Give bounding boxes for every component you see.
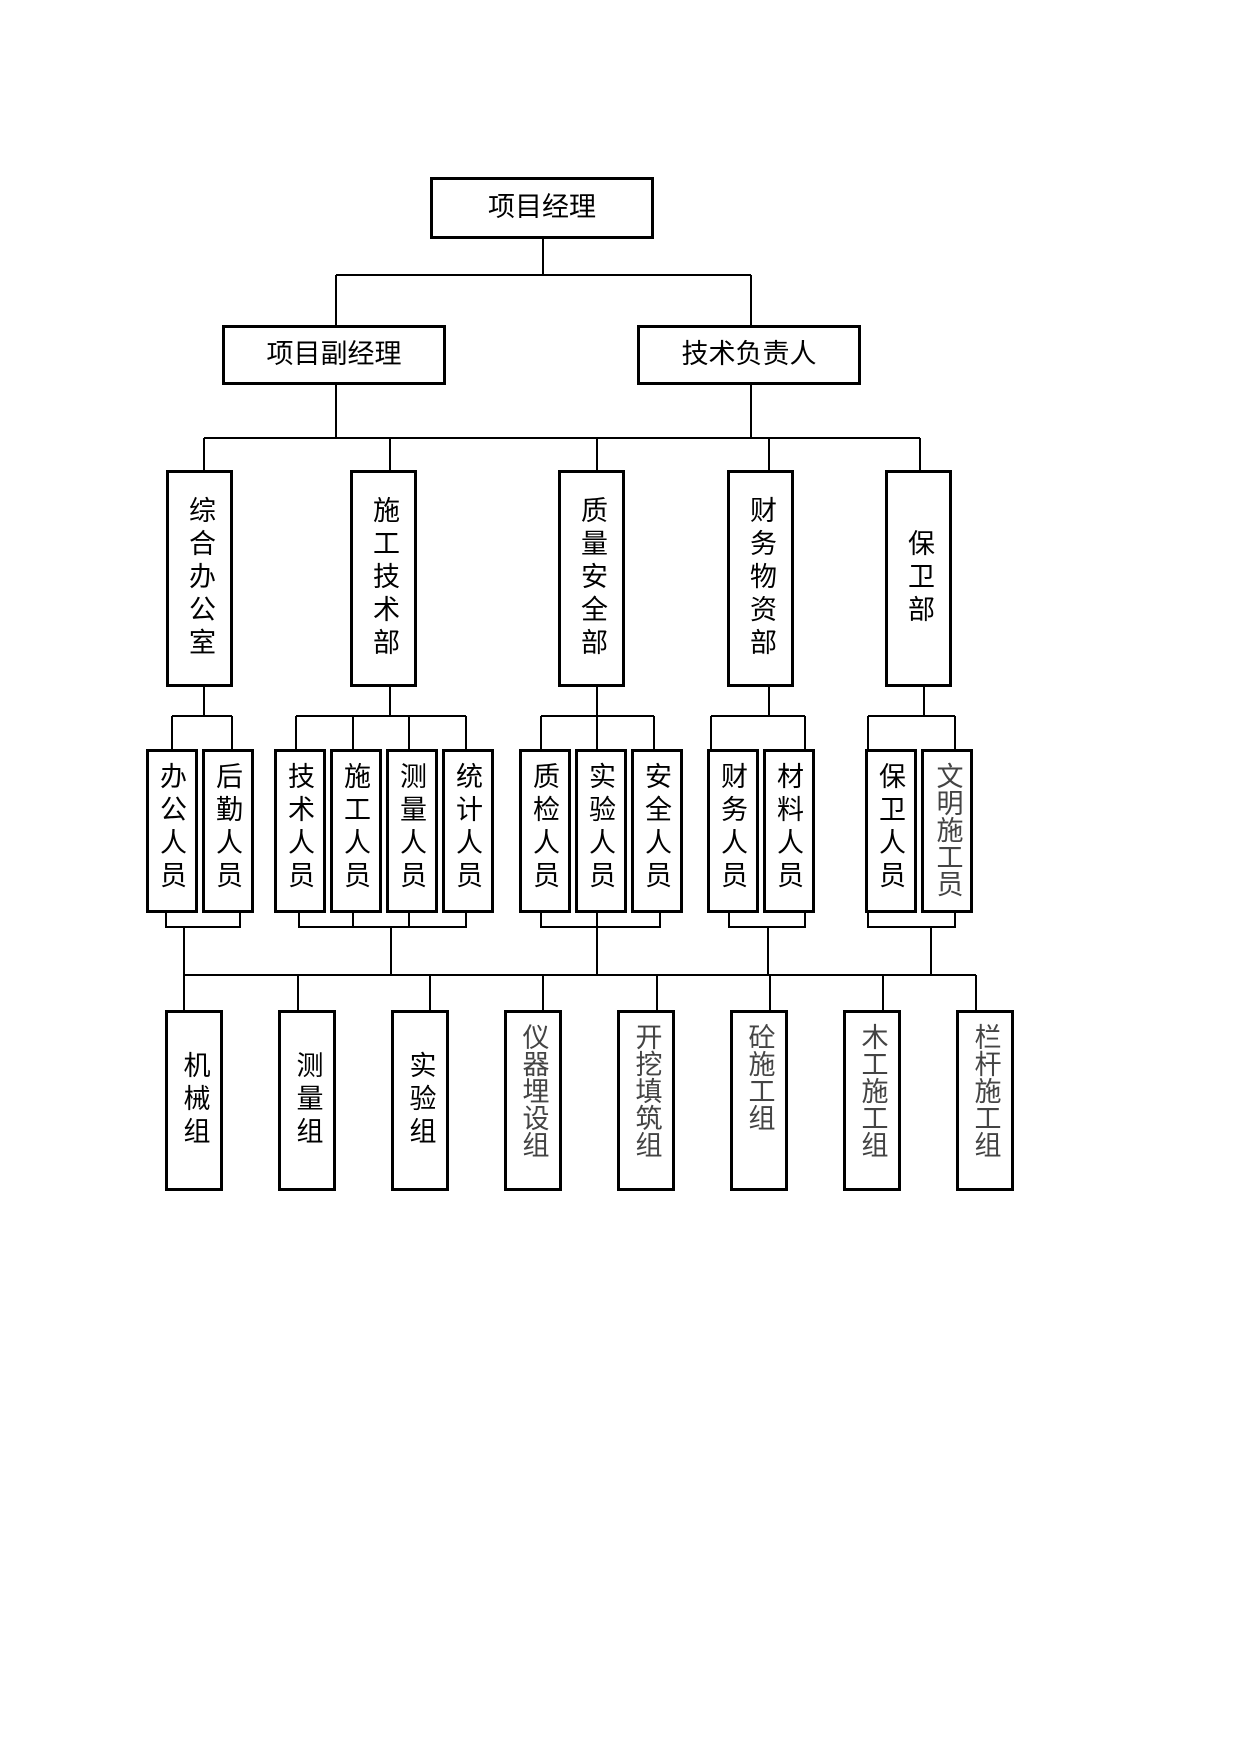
- staff-box-technical: 技术人员: [274, 749, 326, 913]
- team-label-concrete: 砼施工组: [743, 1023, 775, 1131]
- staff-box-materials: 材料人员: [763, 749, 815, 913]
- team-box-excavation: 开挖填筑组: [617, 1010, 675, 1191]
- technical-lead-box: 技术负责人: [637, 325, 861, 385]
- staff-label-logistics: 后勤人员: [211, 762, 242, 894]
- staff-label-technical: 技术人员: [283, 762, 314, 894]
- team-box-carpentry: 木工施工组: [843, 1010, 901, 1191]
- staff-box-safety: 安全人员: [631, 749, 683, 913]
- department-finance-label: 财务物资部: [745, 496, 776, 661]
- project-manager-box: 项目经理: [430, 177, 654, 239]
- team-box-survey: 测量组: [278, 1010, 336, 1191]
- staff-label-safety: 安全人员: [640, 762, 671, 894]
- department-office-label: 综合办公室: [184, 496, 215, 661]
- team-box-testing: 实验组: [391, 1010, 449, 1191]
- staff-box-security: 保卫人员: [865, 749, 917, 913]
- staff-label-finance: 财务人员: [716, 762, 747, 894]
- staff-label-construction: 施工人员: [339, 762, 370, 894]
- department-security-label: 保卫部: [903, 529, 934, 628]
- deputy-manager-label: 项目副经理: [266, 338, 402, 370]
- staff-box-logistics: 后勤人员: [202, 749, 254, 913]
- staff-box-survey: 测量人员: [386, 749, 438, 913]
- staff-box-statistics: 统计人员: [442, 749, 494, 913]
- department-quality-safety-label: 质量安全部: [576, 496, 607, 661]
- staff-label-security: 保卫人员: [874, 762, 905, 894]
- staff-label-office: 办公人员: [155, 762, 186, 894]
- department-construction-label: 施工技术部: [368, 496, 399, 661]
- deputy-manager-box: 项目副经理: [222, 325, 446, 385]
- team-label-railing: 栏杆施工组: [969, 1023, 1001, 1158]
- department-office-box: 综合办公室: [166, 470, 233, 687]
- team-label-carpentry: 木工施工组: [856, 1023, 888, 1158]
- staff-box-finance: 财务人员: [707, 749, 759, 913]
- department-construction-box: 施工技术部: [350, 470, 417, 687]
- department-finance-box: 财务物资部: [727, 470, 794, 687]
- department-security-box: 保卫部: [885, 470, 952, 687]
- staff-label-quality-inspection: 质检人员: [528, 762, 559, 894]
- team-box-machinery: 机械组: [165, 1010, 223, 1191]
- team-box-instrument: 仪器埋设组: [504, 1010, 562, 1191]
- team-label-machinery: 机械组: [178, 1051, 210, 1150]
- staff-label-civilized-construction: 文明施工员: [931, 762, 963, 897]
- department-quality-safety-box: 质量安全部: [558, 470, 625, 687]
- team-box-concrete: 砼施工组: [730, 1010, 788, 1191]
- staff-box-quality-inspection: 质检人员: [519, 749, 571, 913]
- staff-label-survey: 测量人员: [395, 762, 426, 894]
- staff-label-statistics: 统计人员: [451, 762, 482, 894]
- team-label-instrument: 仪器埋设组: [517, 1023, 549, 1158]
- staff-label-materials: 材料人员: [772, 762, 803, 894]
- staff-label-testing: 实验人员: [584, 762, 615, 894]
- team-label-survey: 测量组: [291, 1051, 323, 1150]
- staff-box-civilized-construction: 文明施工员: [921, 749, 973, 913]
- staff-box-testing: 实验人员: [575, 749, 627, 913]
- team-box-railing: 栏杆施工组: [956, 1010, 1014, 1191]
- team-label-excavation: 开挖填筑组: [630, 1023, 662, 1158]
- team-label-testing: 实验组: [404, 1051, 436, 1150]
- staff-box-office: 办公人员: [146, 749, 198, 913]
- staff-box-construction: 施工人员: [330, 749, 382, 913]
- project-manager-label: 项目经理: [488, 191, 596, 223]
- technical-lead-label: 技术负责人: [681, 338, 817, 370]
